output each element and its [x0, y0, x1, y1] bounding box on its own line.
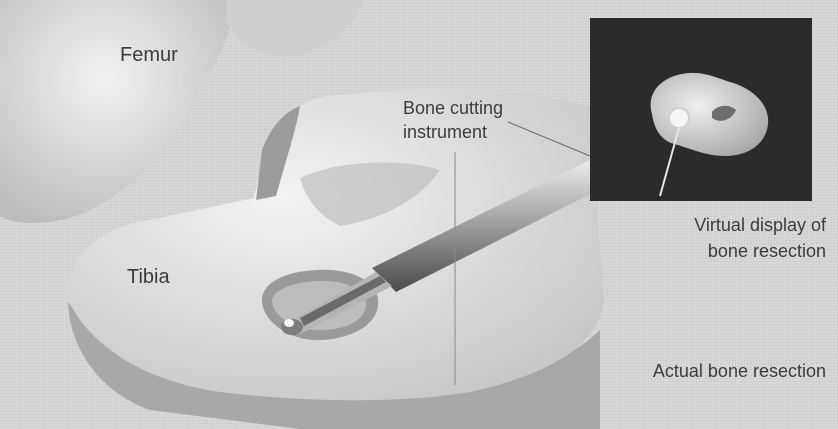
label-instrument-line1: Bone cutting [403, 96, 503, 120]
label-virtual-line2: bone resection [694, 238, 826, 264]
label-virtual-line1: Virtual display of [694, 212, 826, 238]
label-actual-bone-resection: Actual bone resection [653, 360, 826, 382]
label-femur: Femur [120, 44, 178, 66]
label-instrument-line2: instrument [403, 120, 503, 144]
label-virtual-display: Virtual display of bone resection [694, 212, 826, 264]
label-tibia: Tibia [127, 266, 170, 288]
label-bone-cutting-instrument: Bone cutting instrument [403, 96, 503, 144]
virtual-resection-marker [669, 108, 689, 128]
